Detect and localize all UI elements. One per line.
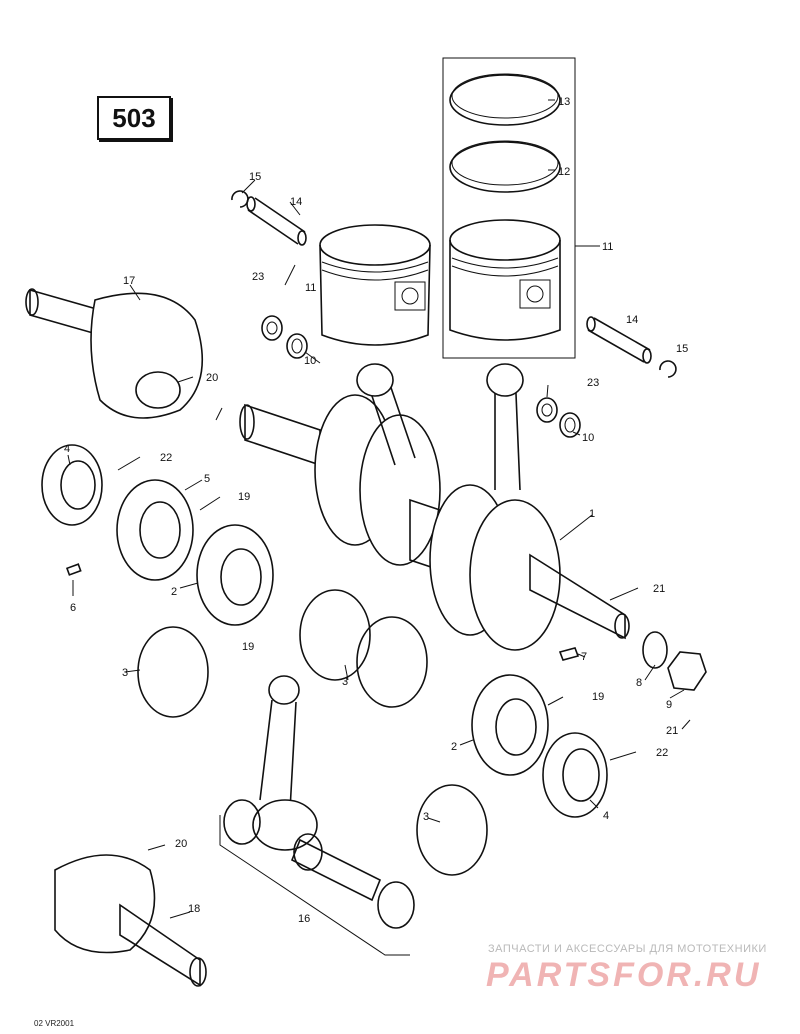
callout-23: 23: [252, 271, 264, 283]
callout-15: 15: [676, 343, 688, 355]
callout-12: 12: [558, 166, 570, 178]
circlip-left: [231, 190, 249, 208]
piston-left: [319, 224, 431, 346]
callout-14: 14: [290, 196, 302, 208]
watermark-logo: PARTSFOR.RU: [486, 956, 762, 994]
watermark-caption: ЗАПЧАСТИ И АКСЕССУАРЫ ДЛЯ МОТОТЕХНИКИ: [488, 943, 767, 955]
leader-lines: [67, 99, 691, 919]
piston-pin-left: [246, 196, 307, 246]
callout-16: 16: [298, 913, 310, 925]
crankshaft-half-upper: [25, 288, 204, 419]
callout-2: 2: [171, 586, 177, 598]
callout-15: 15: [249, 171, 261, 183]
callout-22: 22: [160, 452, 172, 464]
o-ring-mid-b: [356, 616, 428, 708]
callout-10: 10: [582, 432, 594, 444]
crankshaft-seal-left: [41, 444, 103, 526]
o-ring-left: [137, 626, 209, 718]
needle-bearing-left: [261, 315, 308, 359]
callout-11: 11: [602, 241, 613, 253]
dowel-pin: [65, 563, 82, 576]
document-code: 02 VR2001: [34, 1019, 75, 1028]
callout-6: 6: [70, 602, 76, 614]
piston-kit-frame: [442, 57, 576, 359]
piston-right: [449, 219, 561, 341]
crankshaft-nut: [667, 651, 707, 691]
crankshaft-half-lower: [54, 854, 207, 987]
callout-21: 21: [653, 583, 665, 595]
page-number: 503: [97, 96, 171, 140]
needle-bearing-right: [536, 397, 581, 438]
callout-22: 22: [656, 747, 668, 759]
callout-3: 3: [122, 667, 128, 679]
ball-bearing-2-left: [196, 524, 274, 626]
callout-labels: 1 2 2 3 3 3 4 4 5 6 7 8 9 10 10 11 11 12…: [64, 96, 688, 925]
woodruff-key: [558, 647, 580, 661]
callout-2: 2: [451, 741, 457, 753]
callout-20: 20: [175, 838, 187, 850]
callout-13: 13: [558, 96, 570, 108]
o-ring-right: [416, 784, 488, 876]
callout-18: 18: [188, 903, 200, 915]
piston-pin-right: [586, 316, 652, 364]
ball-bearing-2-right: [471, 674, 549, 776]
callout-19: 19: [238, 491, 250, 503]
callout-10: 10: [304, 355, 316, 367]
piston-ring-second: [449, 140, 561, 193]
callout-19: 19: [242, 641, 254, 653]
o-ring-mid-a: [299, 589, 371, 681]
callout-3: 3: [342, 676, 348, 688]
ball-bearing-5: [116, 479, 194, 581]
callout-4: 4: [603, 810, 609, 822]
callout-3: 3: [423, 811, 429, 823]
callout-5: 5: [204, 473, 210, 485]
callout-1: 1: [589, 508, 595, 520]
callout-14: 14: [626, 314, 638, 326]
callout-9: 9: [666, 699, 672, 711]
callout-21: 21: [666, 725, 678, 737]
callout-20: 20: [206, 372, 218, 384]
callout-7: 7: [581, 651, 587, 663]
callout-19: 19: [592, 691, 604, 703]
crankshaft-assembly: [239, 363, 630, 651]
piston-ring-top: [449, 73, 561, 126]
lock-washer: [642, 631, 668, 669]
callout-17: 17: [123, 275, 135, 287]
connecting-rod-kit: [219, 675, 415, 956]
callout-4: 4: [64, 443, 70, 455]
callout-8: 8: [636, 677, 642, 689]
crankshaft-seal-right: [542, 732, 608, 818]
callout-23: 23: [587, 377, 599, 389]
circlip-right: [659, 360, 677, 378]
callout-11: 11: [305, 282, 316, 294]
